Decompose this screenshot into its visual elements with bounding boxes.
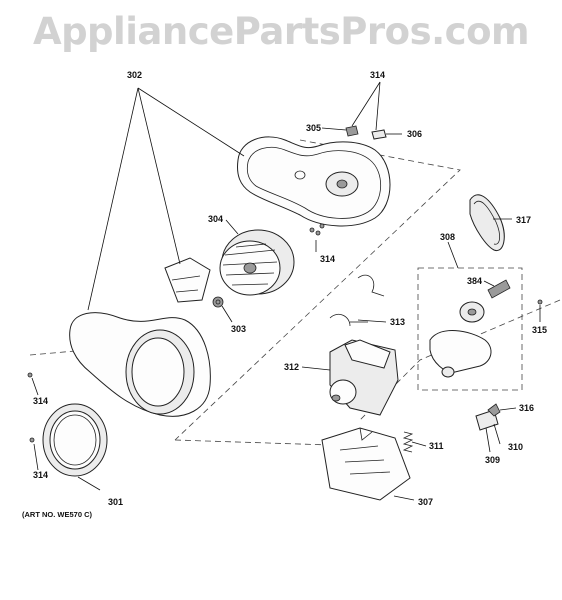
callout-310: 310 xyxy=(508,442,523,452)
callout-306: 306 xyxy=(407,129,422,139)
callout-312: 312 xyxy=(284,362,299,372)
spring-311 xyxy=(402,431,414,453)
drive-motor xyxy=(329,339,399,416)
blower-housing-front xyxy=(69,312,211,417)
callout-308: 308 xyxy=(440,232,455,242)
seal-ring xyxy=(42,403,108,477)
blower-housing-rear xyxy=(237,136,391,227)
callout-301: 301 xyxy=(108,497,123,507)
blower-wheel xyxy=(219,229,295,296)
leader-lines xyxy=(31,81,541,501)
watermark-text: AppliancePartsPros.com xyxy=(32,10,530,53)
callout-labels: 302 314 305 306 317 304 314 308 384 313 … xyxy=(33,70,547,507)
clip-305 xyxy=(345,125,359,137)
callout-313: 313 xyxy=(390,317,405,327)
callout-302: 302 xyxy=(127,70,142,80)
clip-306 xyxy=(371,129,387,140)
callout-314-bottom: 314 xyxy=(33,470,48,480)
screw-group-314 xyxy=(309,223,325,236)
motor-clips xyxy=(329,274,385,327)
screw-314-left xyxy=(27,372,35,443)
callout-314-left: 314 xyxy=(33,396,48,406)
callout-314-mid: 314 xyxy=(320,254,335,264)
callout-304: 304 xyxy=(208,214,223,224)
duct-piece xyxy=(164,257,211,303)
callout-316: 316 xyxy=(519,403,534,413)
callout-314-top: 314 xyxy=(370,70,385,80)
callout-305: 305 xyxy=(306,123,321,133)
callout-307: 307 xyxy=(418,497,433,507)
callout-311: 311 xyxy=(429,441,444,451)
motor-mount xyxy=(321,427,411,501)
callout-303: 303 xyxy=(231,324,246,334)
nut-303 xyxy=(212,296,224,308)
drive-belt xyxy=(469,194,505,252)
callout-317: 317 xyxy=(516,215,531,225)
switch-309-310 xyxy=(475,403,501,431)
idler-assembly-box xyxy=(417,267,523,391)
callout-309: 309 xyxy=(485,455,500,465)
callout-384: 384 xyxy=(467,276,482,286)
screw-315 xyxy=(537,299,543,305)
callout-315: 315 xyxy=(532,325,547,335)
art-number: (ART NO. WE570 C) xyxy=(22,510,93,519)
